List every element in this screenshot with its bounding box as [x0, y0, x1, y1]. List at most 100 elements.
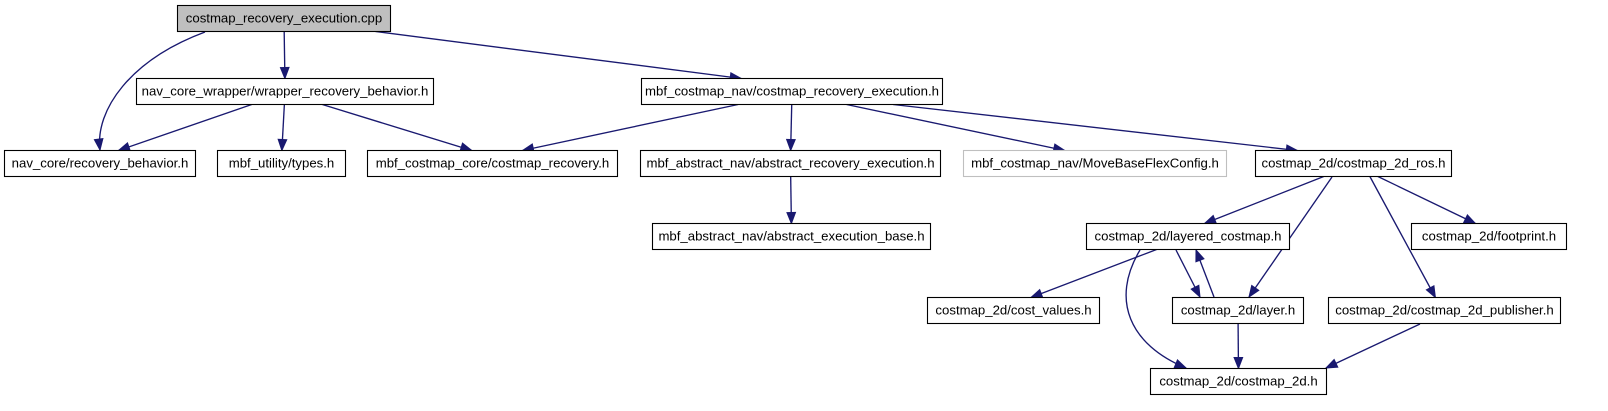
node-box	[366, 149, 619, 178]
edge-layered_costmap-to-cost_values	[1029, 248, 1157, 299]
node-label: costmap_2d/layer.h	[1181, 302, 1295, 317]
edge-layered_costmap-to-costmap_2d_h	[1125, 249, 1188, 369]
edge-arrowhead	[785, 138, 796, 152]
edge-line	[1030, 248, 1157, 299]
edge-arrowhead	[279, 66, 290, 80]
node-box	[1327, 296, 1562, 325]
node-box	[639, 149, 942, 178]
graph-node-abstract_recovery_execution[interactable]: mbf_abstract_nav/abstract_recovery_execu…	[639, 149, 942, 178]
edge-line	[1204, 175, 1324, 225]
graph-node-root[interactable]: costmap_recovery_execution.cpp	[176, 4, 392, 33]
node-box	[1410, 222, 1568, 251]
graph-node-mbf_utility_types[interactable]: mbf_utility/types.h	[216, 149, 347, 178]
edge-root-to-wrapper_recovery_behavior	[279, 31, 290, 80]
edge-wrapper_recovery_behavior-to-nav_core_recovery_behavior	[117, 103, 252, 152]
edge-wrapper_recovery_behavior-to-costmap_recovery	[322, 103, 474, 152]
edge-arrowhead	[1190, 284, 1201, 299]
edge-root-to-nav_core_recovery_behavior	[93, 31, 206, 152]
node-label: costmap_2d/cost_values.h	[935, 302, 1091, 317]
graph-node-layer[interactable]: costmap_2d/layer.h	[1171, 296, 1305, 325]
edge-arrowhead	[1195, 248, 1205, 263]
graph-node-wrapper_recovery_behavior[interactable]: nav_core_wrapper/wrapper_recovery_behavi…	[135, 77, 435, 106]
node-box	[926, 296, 1101, 325]
node-box	[3, 149, 197, 178]
node-label: costmap_2d/footprint.h	[1422, 228, 1556, 243]
graph-node-footprint[interactable]: costmap_2d/footprint.h	[1410, 222, 1568, 251]
edge-costmap_2d_ros-to-footprint	[1377, 175, 1477, 225]
node-label: costmap_recovery_execution.cpp	[186, 10, 382, 25]
edge-arrowhead	[93, 137, 104, 152]
edge-arrowhead	[1462, 213, 1477, 225]
edge-arrowhead	[786, 211, 797, 225]
node-box	[135, 77, 435, 106]
node-label: costmap_2d/layered_costmap.h	[1095, 228, 1282, 243]
edge-layered_costmap-to-layer	[1175, 249, 1201, 299]
node-box	[176, 4, 392, 33]
edge-line	[522, 103, 739, 152]
node-box	[962, 149, 1228, 178]
edge-layer-to-layered_costmap	[1195, 248, 1215, 298]
node-box	[640, 77, 944, 106]
node-box	[216, 149, 347, 178]
node-box	[651, 222, 932, 251]
edge-line	[322, 103, 472, 152]
edge-arrowhead	[1324, 358, 1339, 369]
node-label: mbf_abstract_nav/abstract_recovery_execu…	[646, 155, 934, 170]
edge-line	[1125, 249, 1187, 369]
graph-node-layered_costmap[interactable]: costmap_2d/layered_costmap.h	[1085, 222, 1291, 251]
edges-layer	[93, 30, 1477, 370]
graph-node-costmap_2d_ros[interactable]: costmap_2d/costmap_2d_ros.h	[1254, 149, 1453, 178]
nodes-layer: costmap_recovery_execution.cpp nav_core_w…	[3, 4, 1568, 396]
graph-node-costmap_2d_h[interactable]: costmap_2d/costmap_2d.h	[1149, 367, 1328, 396]
node-label: nav_core/recovery_behavior.h	[12, 155, 189, 170]
edge-arrowhead	[117, 141, 132, 152]
graph-node-costmap_2d_publisher[interactable]: costmap_2d/costmap_2d_publisher.h	[1327, 296, 1562, 325]
edge-line	[118, 103, 252, 152]
node-label: mbf_costmap_core/costmap_recovery.h	[376, 155, 610, 170]
graph-node-costmap_recovery[interactable]: mbf_costmap_core/costmap_recovery.h	[366, 149, 619, 178]
edge-costmap_2d_ros-to-costmap_2d_publisher	[1369, 176, 1437, 299]
node-box	[1149, 367, 1328, 396]
edge-line	[1248, 176, 1333, 298]
edge-arrowhead	[1173, 358, 1188, 369]
node-box	[1171, 296, 1305, 325]
edge-line	[1377, 175, 1476, 225]
edge-line	[1369, 176, 1436, 298]
node-label: costmap_2d/costmap_2d_publisher.h	[1335, 302, 1553, 317]
node-label: mbf_costmap_nav/MoveBaseFlexConfig.h	[971, 155, 1219, 170]
edge-arrowhead	[1425, 284, 1437, 299]
edge-arrowhead	[1248, 284, 1260, 299]
edge-costmap_recovery_execution_h-to-costmap_2d_ros	[892, 103, 1299, 155]
edge-costmap_2d_ros-to-layer	[1248, 176, 1333, 299]
graph-node-movebaseflexconfig: mbf_costmap_nav/MoveBaseFlexConfig.h	[962, 149, 1228, 178]
node-box	[1085, 222, 1291, 251]
edge-costmap_2d_publisher-to-costmap_2d_h	[1324, 323, 1421, 369]
edge-arrowhead	[1203, 214, 1218, 225]
edge-arrowhead	[1029, 288, 1044, 299]
graph-node-abstract_execution_base[interactable]: mbf_abstract_nav/abstract_execution_base…	[651, 222, 932, 251]
node-box	[1254, 149, 1453, 178]
edge-line	[892, 103, 1298, 152]
edge-line	[1325, 323, 1421, 369]
edge-line	[98, 31, 206, 151]
graph-node-costmap_recovery_execution_h[interactable]: mbf_costmap_nav/costmap_recovery_executi…	[640, 77, 944, 106]
edge-arrowhead	[1233, 356, 1244, 370]
edge-layer-to-costmap_2d_h	[1233, 323, 1244, 370]
edge-costmap_recovery_execution_h-to-abstract_recovery_execution	[785, 104, 796, 152]
edge-line	[846, 103, 1065, 152]
edge-abstract_recovery_execution-to-abstract_execution_base	[786, 176, 797, 225]
node-label: mbf_utility/types.h	[229, 155, 335, 170]
edge-line	[375, 30, 742, 80]
node-label: mbf_costmap_nav/costmap_recovery_executi…	[645, 83, 939, 98]
node-label: costmap_2d/costmap_2d_ros.h	[1261, 155, 1445, 170]
graph-node-cost_values[interactable]: costmap_2d/cost_values.h	[926, 296, 1101, 325]
node-label: costmap_2d/costmap_2d.h	[1159, 373, 1317, 388]
edge-costmap_2d_ros-to-layered_costmap	[1203, 175, 1324, 225]
edge-wrapper_recovery_behavior-to-mbf_utility_types	[277, 104, 288, 152]
edge-root-to-costmap_recovery_execution_h	[375, 30, 743, 83]
edge-arrowhead	[277, 138, 288, 152]
graph-node-nav_core_recovery_behavior[interactable]: nav_core/recovery_behavior.h	[3, 149, 197, 178]
node-label: nav_core_wrapper/wrapper_recovery_behavi…	[142, 83, 429, 98]
